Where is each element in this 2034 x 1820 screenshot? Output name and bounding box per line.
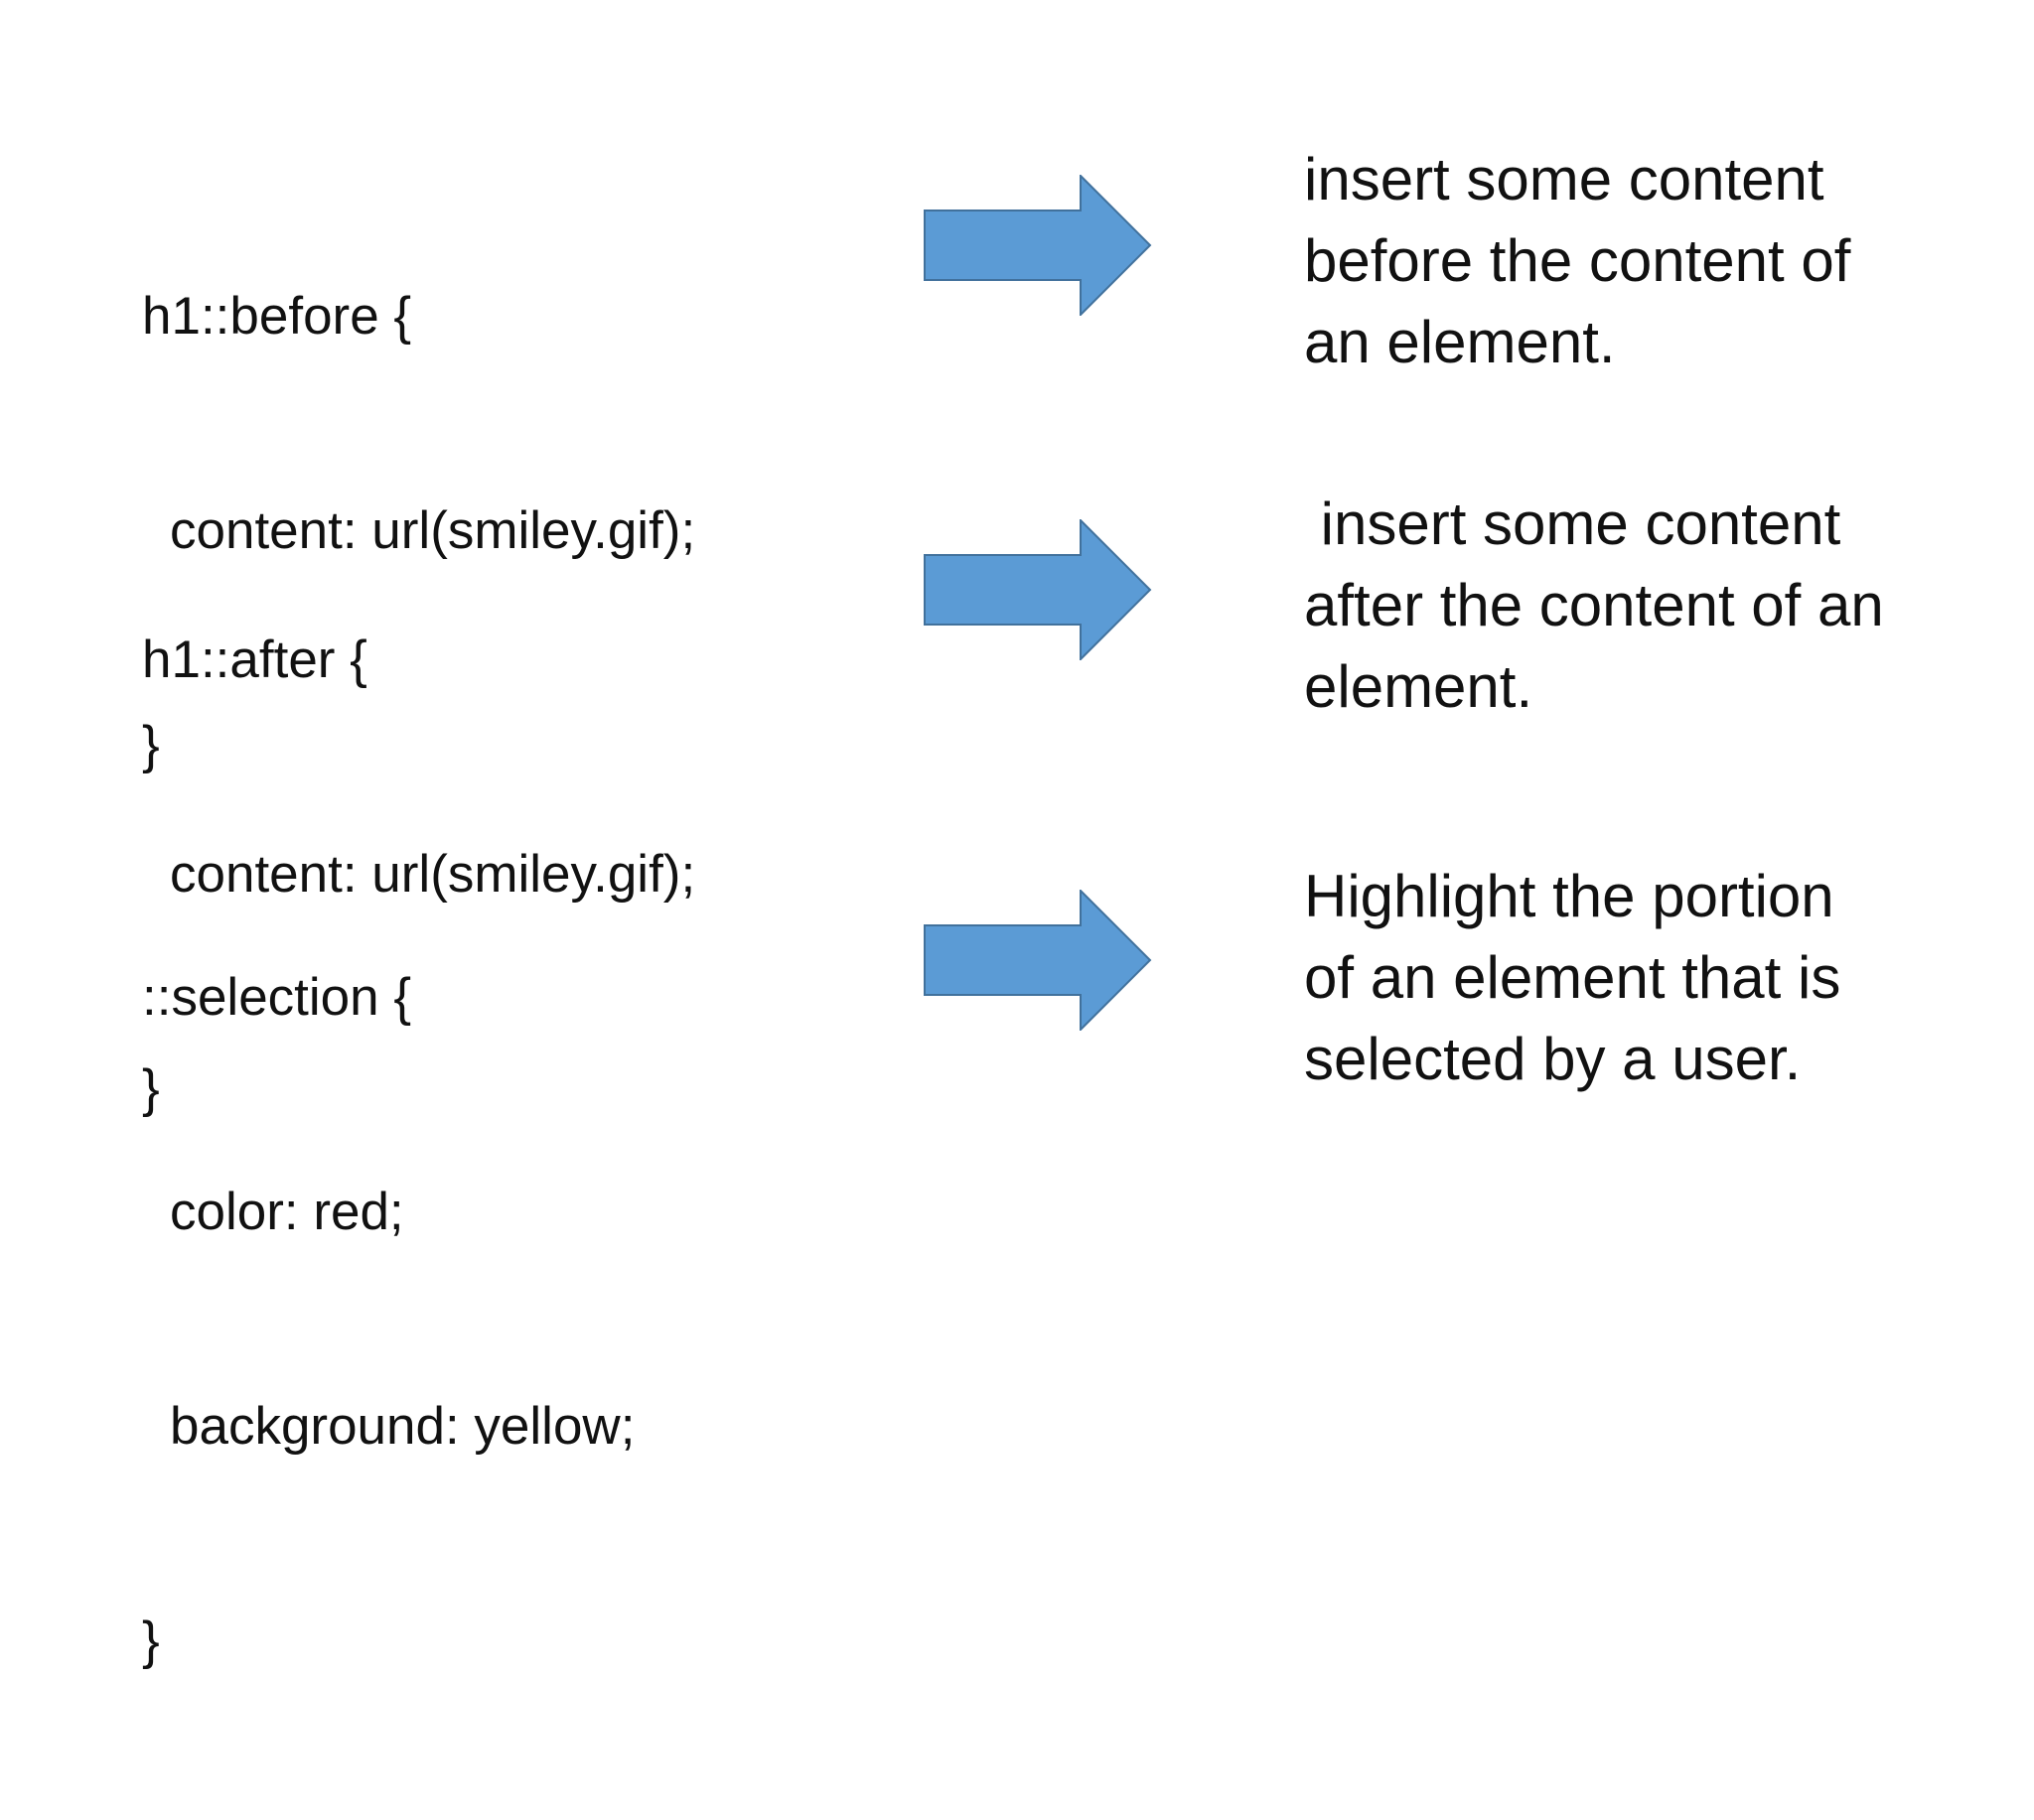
code-line: h1::after { [142, 630, 367, 689]
code-line: h1::before { [142, 287, 412, 346]
description-line: insert some content [1304, 490, 1841, 557]
css-rule-after: h1::after { content: url(smiley.gif); } [142, 482, 695, 1268]
description-before: insert some content before the content o… [1304, 139, 1999, 383]
code-line: } [142, 716, 160, 774]
right-arrow-icon [924, 519, 1152, 660]
description-line: before the content of [1304, 227, 1851, 294]
code-line: content: url(smiley.gif); [170, 845, 696, 904]
code-line: } [142, 1611, 160, 1670]
description-line: after the content of an [1304, 572, 1884, 638]
description-line: Highlight the portion [1304, 863, 1834, 929]
code-line: content: url(smiley.gif); [170, 501, 696, 560]
description-selection: Highlight the portion of an element that… [1304, 856, 1999, 1100]
code-line: background: yellow; [170, 1397, 636, 1456]
right-arrow-icon [924, 175, 1152, 316]
code-line: color: red; [170, 1183, 404, 1241]
css-rule-selection: ::selection { color: red; background: ye… [142, 819, 635, 1820]
description-line: insert some content [1304, 146, 1824, 212]
code-line: ::selection { [142, 968, 412, 1027]
code-line: } [142, 1059, 160, 1118]
description-line: element. [1304, 653, 1533, 720]
description-line: of an element that is [1304, 944, 1841, 1011]
description-line: selected by a user. [1304, 1026, 1802, 1092]
slide: h1::before { content: url(smiley.gif); }… [142, 138, 1999, 1670]
css-rule-before: h1::before { content: url(smiley.gif); } [142, 138, 695, 924]
description-line: an element. [1304, 309, 1616, 375]
right-arrow-icon [924, 890, 1152, 1031]
description-after: insert some content after the content of… [1304, 484, 1999, 728]
